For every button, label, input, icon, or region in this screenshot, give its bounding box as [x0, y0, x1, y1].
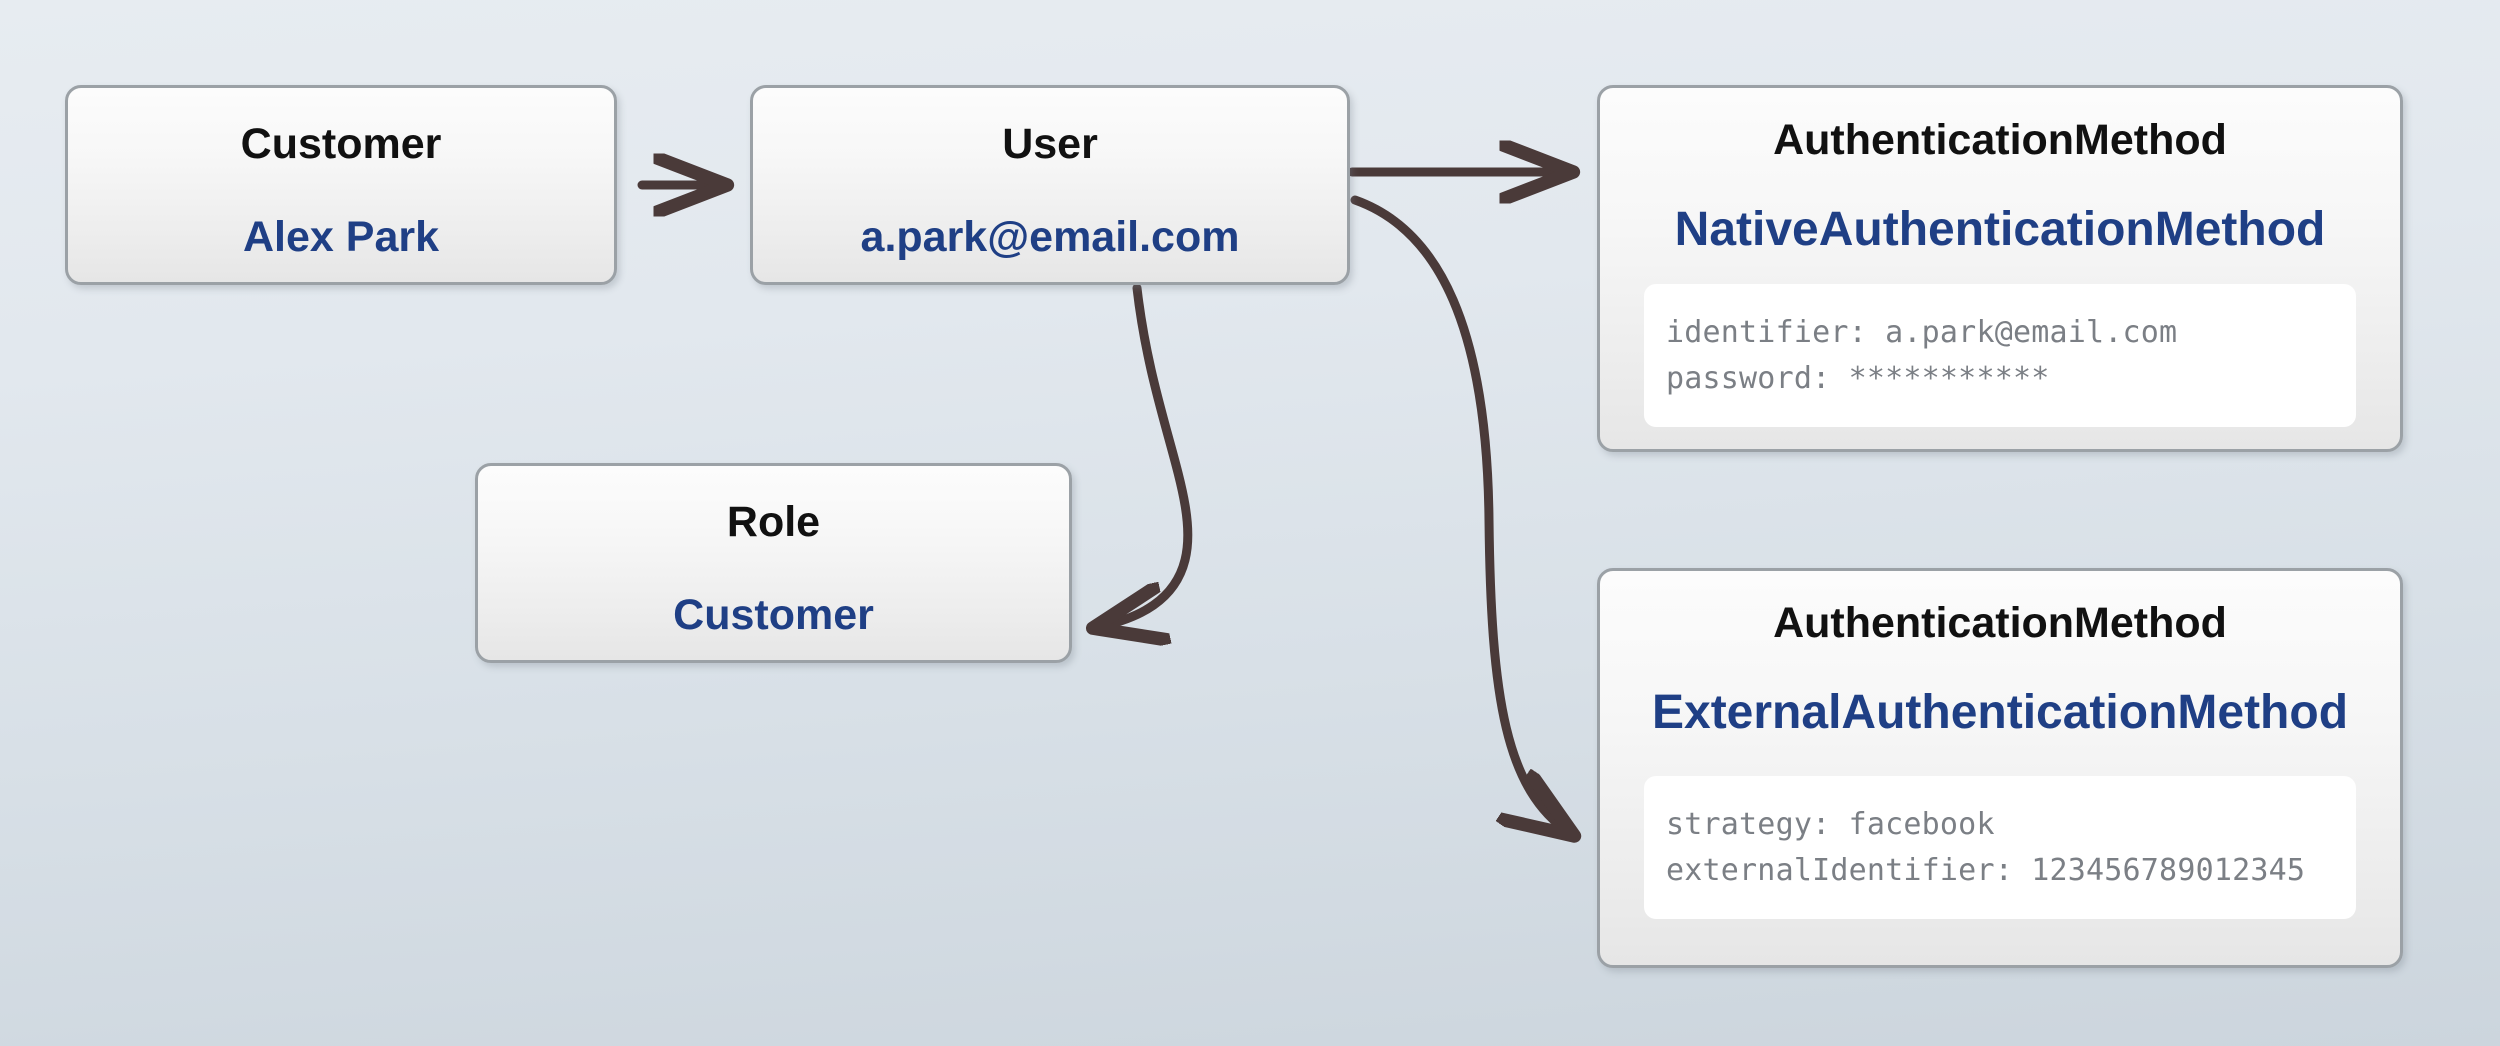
- node-external-auth-value: ExternalAuthenticationMethod: [1651, 686, 2349, 740]
- attribute-line: strategy: facebook: [1666, 807, 1995, 842]
- node-role-value: Customer: [673, 591, 874, 640]
- node-native-auth-attributes: identifier: a.park@email.com password: *…: [1644, 284, 2356, 428]
- edge-user-to-role: [1098, 283, 1193, 627]
- node-native-authentication-method[interactable]: AuthenticationMethod NativeAuthenticatio…: [1597, 85, 2403, 452]
- node-customer-value: Alex Park: [242, 213, 440, 262]
- node-external-authentication-method[interactable]: AuthenticationMethod ExternalAuthenticat…: [1597, 568, 2403, 968]
- node-customer-type: Customer: [240, 120, 442, 168]
- node-native-auth-type: AuthenticationMethod: [1773, 116, 2227, 164]
- node-user[interactable]: User a.park@email.com: [750, 85, 1350, 285]
- node-customer[interactable]: Customer Alex Park: [65, 85, 617, 285]
- node-role-type: Role: [726, 498, 821, 546]
- edge-user-to-external-auth: [1350, 195, 1570, 833]
- attribute-line: password: ***********: [1666, 360, 2050, 396]
- attribute-line: externalIdentifier: 123456789012345: [1666, 852, 2306, 888]
- node-role[interactable]: Role Customer: [475, 463, 1072, 663]
- node-native-auth-value: NativeAuthenticationMethod: [1674, 203, 2326, 257]
- node-user-type: User: [1002, 120, 1098, 168]
- node-external-auth-type: AuthenticationMethod: [1773, 599, 2227, 647]
- node-user-value: a.park@email.com: [860, 213, 1240, 262]
- attribute-line: identifier: a.park@email.com: [1666, 315, 2178, 350]
- node-external-auth-attributes: strategy: facebook externalIdentifier: 1…: [1644, 776, 2356, 920]
